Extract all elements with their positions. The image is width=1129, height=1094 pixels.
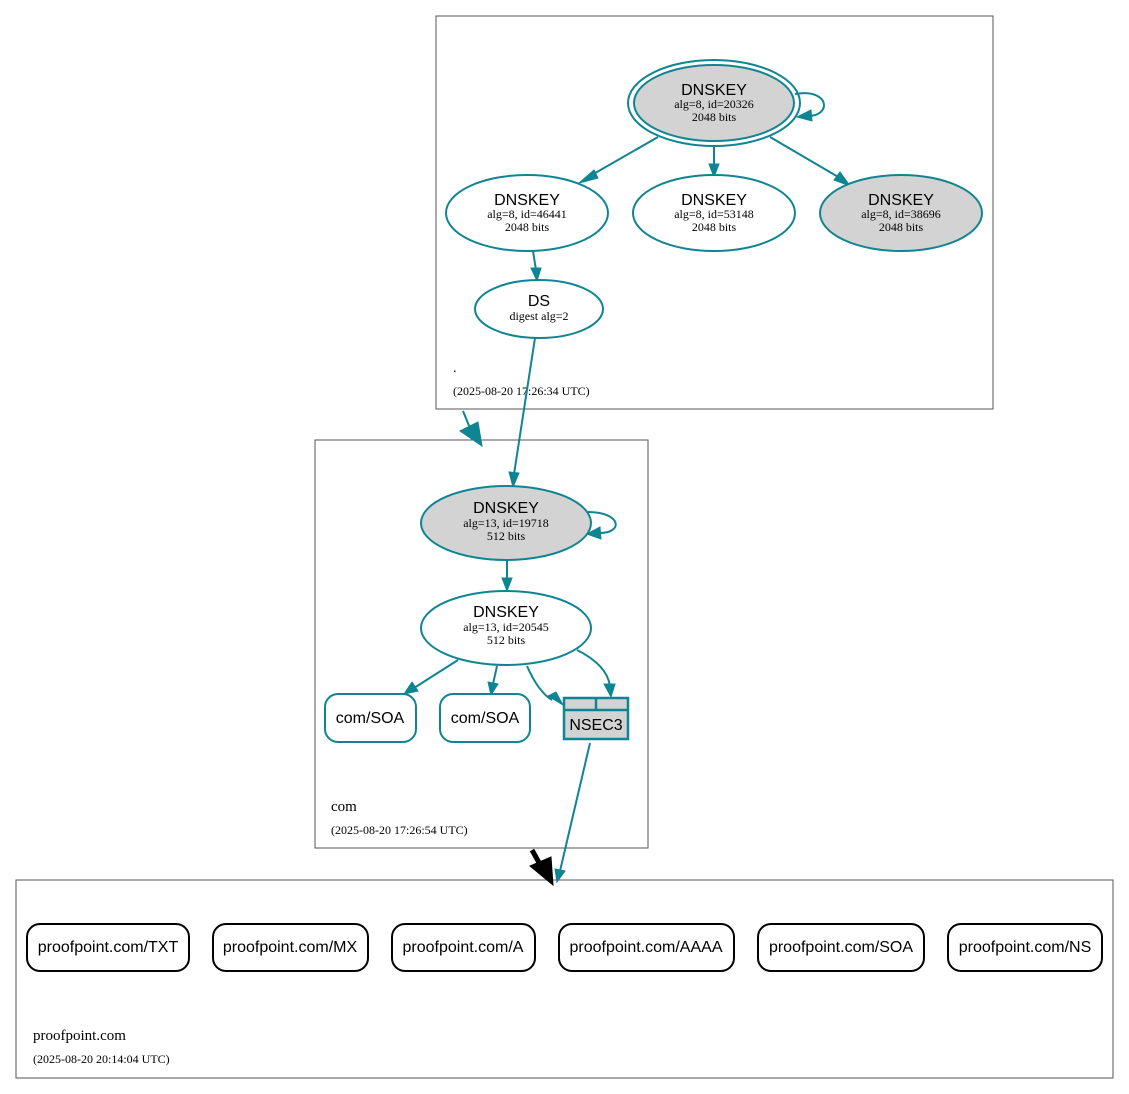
node-root-key3[interactable]: DNSKEY alg=8, id=38696 2048 bits [819, 174, 983, 252]
node-root-zsk1-title: DNSKEY [494, 192, 560, 209]
node-com-zsk[interactable]: DNSKEY alg=13, id=20545 512 bits [420, 590, 592, 666]
node-nsec3[interactable]: NSEC3 [562, 696, 630, 741]
node-com-ds-line1: digest alg=2 [509, 309, 568, 323]
edge-com-zsk-to-soa2 [487, 665, 499, 697]
node-nsec3-label: NSEC3 [569, 717, 622, 734]
node-root-ksk[interactable]: DNSKEY alg=8, id=20326 2048 bits [627, 59, 801, 147]
record-aaaa-label: proofpoint.com/AAAA [570, 939, 723, 956]
zone-proofpoint [15, 879, 1114, 1079]
delegation-com-to-proofpoint [529, 848, 554, 887]
record-ns[interactable]: proofpoint.com/NS [947, 923, 1103, 972]
node-root-ksk-line1: alg=8, id=20326 [674, 97, 754, 111]
record-txt-label: proofpoint.com/TXT [38, 939, 179, 956]
node-com-soa-1-label: com/SOA [336, 710, 405, 727]
edge-ds-to-com-ksk [508, 337, 536, 489]
node-com-ksk-line2: 512 bits [487, 529, 526, 543]
edge-root-ksk-to-key3 [769, 136, 852, 188]
node-com-zsk-line2: 512 bits [487, 633, 526, 647]
node-root-ksk-title: DNSKEY [681, 82, 747, 99]
node-com-ds-title: DS [528, 293, 550, 310]
node-com-ksk[interactable]: DNSKEY alg=13, id=19718 512 bits [420, 485, 592, 561]
zone-root-timestamp: (2025-08-20 17:26:34 UTC) [453, 384, 590, 398]
node-com-soa-2-label: com/SOA [451, 710, 520, 727]
edge-com-ksk-self [585, 511, 617, 540]
edge-root-ksk-to-zsk2 [708, 146, 720, 179]
node-com-zsk-line1: alg=13, id=20545 [463, 620, 549, 634]
record-ns-label: proofpoint.com/NS [959, 939, 1092, 956]
record-soa[interactable]: proofpoint.com/SOA [757, 923, 925, 972]
node-root-zsk2-line2: 2048 bits [692, 220, 737, 234]
node-root-key3-title: DNSKEY [868, 192, 934, 209]
edge-com-ksk-to-zsk [501, 560, 513, 593]
node-root-zsk1-line1: alg=8, id=46441 [487, 207, 567, 221]
edge-root-ksk-to-zsk1 [578, 136, 659, 184]
edge-com-zsk-to-soa1 [402, 659, 459, 695]
record-a[interactable]: proofpoint.com/A [391, 923, 536, 972]
node-root-zsk1-line2: 2048 bits [505, 220, 550, 234]
node-root-key3-line2: 2048 bits [879, 220, 924, 234]
zone-com-timestamp: (2025-08-20 17:26:54 UTC) [331, 823, 468, 837]
zone-proofpoint-timestamp: (2025-08-20 20:14:04 UTC) [33, 1052, 170, 1066]
node-root-zsk1[interactable]: DNSKEY alg=8, id=46441 2048 bits [445, 174, 609, 252]
edge-root-ksk-self [794, 92, 825, 122]
delegation-root-to-com [459, 410, 483, 448]
zone-com-name: com [331, 799, 357, 815]
record-aaaa[interactable]: proofpoint.com/AAAA [558, 923, 735, 972]
node-com-ksk-title: DNSKEY [473, 500, 539, 517]
node-com-soa-2[interactable]: com/SOA [439, 693, 531, 743]
zone-proofpoint-name: proofpoint.com [33, 1028, 126, 1044]
node-root-zsk2[interactable]: DNSKEY alg=8, id=53148 2048 bits [632, 174, 796, 252]
record-txt[interactable]: proofpoint.com/TXT [26, 923, 190, 972]
record-soa-label: proofpoint.com/SOA [769, 939, 913, 956]
node-root-zsk2-line1: alg=8, id=53148 [674, 207, 754, 221]
edge-zsk1-to-ds [530, 250, 542, 283]
record-a-label: proofpoint.com/A [403, 939, 524, 956]
node-root-ksk-line2: 2048 bits [692, 110, 737, 124]
node-root-zsk2-title: DNSKEY [681, 192, 747, 209]
node-com-zsk-title: DNSKEY [473, 604, 539, 621]
node-root-key3-line1: alg=8, id=38696 [861, 207, 941, 221]
edge-nsec3-to-proofpoint [554, 742, 591, 884]
edge-com-zsk-to-nsec3-b [576, 649, 616, 699]
record-mx[interactable]: proofpoint.com/MX [212, 923, 369, 972]
record-mx-label: proofpoint.com/MX [223, 939, 358, 956]
node-com-ksk-line1: alg=13, id=19718 [463, 516, 549, 530]
node-com-soa-1[interactable]: com/SOA [324, 693, 417, 743]
zone-root-name: . [453, 361, 457, 376]
node-com-ds[interactable]: DS digest alg=2 [474, 279, 604, 339]
edge-com-zsk-to-nsec3-a [526, 665, 565, 707]
